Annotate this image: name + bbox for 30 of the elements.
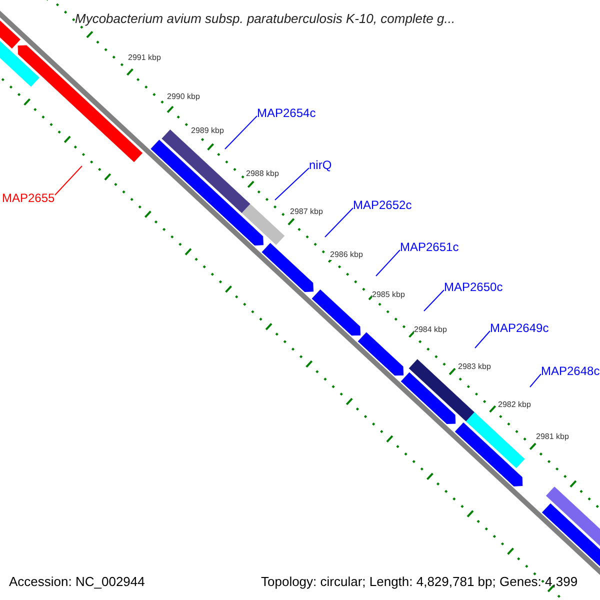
scale-label: 2987 kbp [290, 207, 323, 217]
leader-line [224, 116, 258, 150]
gene-label: MAP2654c [257, 105, 316, 121]
scale-label: 2981 kbp [536, 432, 569, 442]
leader-line [54, 166, 82, 196]
gene-label: MAP2649c [490, 320, 549, 336]
scale-label: 2982 kbp [498, 400, 531, 410]
gene-label: nirQ [309, 157, 332, 173]
leader-line [324, 208, 354, 238]
map-title: Mycobacterium avium subsp. paratuberculosis K-10, complete g... [75, 10, 456, 28]
info-text: Topology: circular; Length: 4,829,781 bp; Genes: 4,399 [261, 573, 578, 591]
scale-label: 2989 kbp [191, 126, 224, 136]
scale-label: 2985 kbp [372, 290, 405, 300]
gene-label: MAP2652c [353, 197, 412, 213]
scale-label: 2991 kbp [128, 53, 161, 63]
leader-line [530, 374, 542, 388]
leader-line [274, 168, 310, 200]
leader-line [474, 330, 490, 348]
scale-label: 2988 kbp [246, 169, 279, 179]
info-text: Accession: NC_002944 [9, 573, 145, 591]
gene-label: MAP2651c [400, 239, 459, 255]
scale-label: 2990 kbp [167, 92, 200, 102]
leader-line [376, 250, 400, 276]
gene-label: MAP2655 [2, 190, 55, 206]
gene-label: MAP2648c [541, 363, 600, 379]
scale-label: 2984 kbp [414, 325, 447, 335]
scale-label: 2986 kbp [330, 250, 363, 260]
leader-line [424, 290, 444, 312]
scale-label: 2983 kbp [458, 362, 491, 372]
gene-label: MAP2650c [444, 279, 503, 295]
